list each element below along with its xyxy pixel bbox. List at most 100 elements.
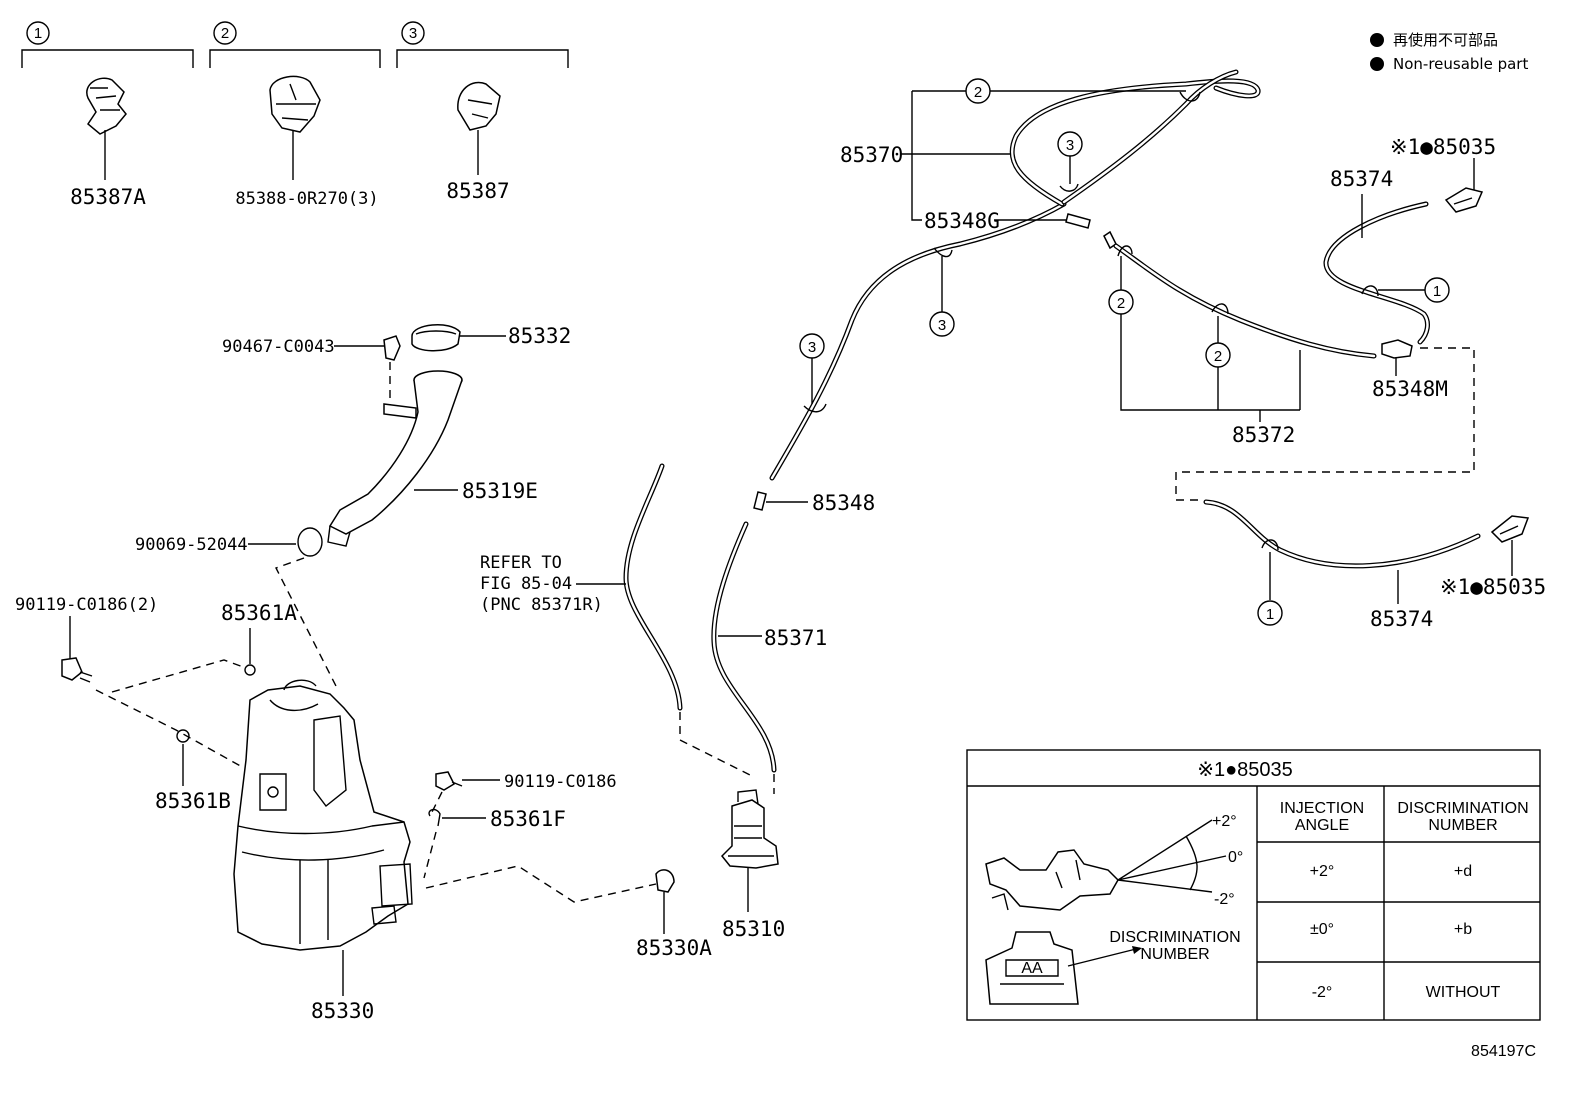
joint-85348-icon bbox=[753, 491, 767, 511]
clip-icon bbox=[803, 403, 827, 413]
clip-85387-icon bbox=[457, 81, 501, 131]
group-bracket bbox=[1120, 314, 1301, 422]
grommet-85330A-icon bbox=[655, 869, 675, 893]
label-85332: 85332 bbox=[508, 324, 571, 348]
non-reusable-dot-icon bbox=[1370, 57, 1384, 71]
group-bracket bbox=[21, 49, 194, 68]
bolt-90119-icon bbox=[61, 657, 93, 683]
label-85330A: 85330A bbox=[636, 936, 712, 960]
dashed-assembly-line bbox=[425, 865, 657, 903]
callout-circle bbox=[213, 21, 237, 45]
legend-en: Non-reusable part bbox=[1393, 55, 1528, 73]
callout-number: 3 bbox=[808, 339, 816, 356]
label-85035-lower: ※1●85035 bbox=[1440, 575, 1546, 599]
label-90467: 90467-C0043 bbox=[222, 337, 335, 357]
label-85319E: 85319E bbox=[462, 479, 538, 503]
clip-85388-icon bbox=[269, 75, 321, 133]
spray-angle-arc bbox=[1185, 835, 1198, 891]
grommet-85361F-icon bbox=[428, 808, 441, 827]
arrow-head-icon bbox=[1132, 946, 1142, 954]
table-row-lines bbox=[1257, 841, 1540, 963]
angle-minus-label: -2° bbox=[1214, 891, 1235, 908]
label-85370: 85370 bbox=[840, 143, 903, 167]
part-label: 85388-0R270(3) bbox=[235, 189, 378, 209]
legend-jp: 再使用不可部品 bbox=[1393, 31, 1498, 49]
filler-pipe-85319E-icon bbox=[327, 370, 463, 547]
callout-number: 1 bbox=[1433, 283, 1441, 300]
clip-icon bbox=[1179, 91, 1201, 102]
clip-icon bbox=[1361, 285, 1379, 297]
nozzle-85035-upper-icon bbox=[1444, 187, 1484, 213]
nozzle-top-view-icon bbox=[985, 931, 1079, 1005]
table-cell-number: +d bbox=[1454, 863, 1472, 880]
dashed-assembly-line bbox=[275, 557, 337, 687]
label-85348: 85348 bbox=[812, 491, 875, 515]
callout-number: 2 bbox=[974, 84, 982, 101]
clip-group-2: 2 85388-0R270(3) bbox=[209, 21, 381, 209]
callout-number: 2 bbox=[1214, 348, 1222, 365]
label-85035-upper: ※1●85035 bbox=[1390, 135, 1496, 159]
clip-90467-icon bbox=[383, 335, 401, 361]
group-bracket bbox=[209, 49, 381, 68]
joint-85348M-icon bbox=[1381, 339, 1413, 359]
callout-number: 2 bbox=[1117, 295, 1125, 312]
refer-line-2: FIG 85-04 bbox=[480, 574, 572, 594]
legend: 再使用不可部品 Non-reusable part bbox=[1370, 31, 1528, 73]
non-reusable-dot-icon bbox=[1370, 33, 1384, 47]
grommet-85361A-icon bbox=[244, 664, 256, 676]
disc-label: DISCRIMINATION bbox=[1109, 929, 1240, 946]
clip-icon bbox=[1211, 303, 1229, 315]
hose-85371R-icon bbox=[623, 463, 683, 711]
inset-title: ※1●85035 bbox=[1197, 759, 1293, 781]
table-cell-angle: +2° bbox=[1310, 863, 1335, 880]
callout-circle bbox=[26, 21, 50, 45]
grommet-85361B-icon bbox=[176, 729, 190, 743]
label-90119-2: 90119-C0186(2) bbox=[15, 595, 158, 615]
label-90069: 90069-52044 bbox=[135, 535, 248, 555]
clip-icon bbox=[933, 247, 953, 258]
label-85361A: 85361A bbox=[221, 601, 297, 625]
label-85372: 85372 bbox=[1232, 423, 1295, 447]
clip-group-3: 3 85387 bbox=[396, 21, 569, 203]
group-bracket bbox=[396, 49, 569, 68]
angle-plus-label: +2° bbox=[1212, 813, 1237, 830]
hose-85374-upper-icon bbox=[1323, 201, 1430, 345]
callout-number: 1 bbox=[1266, 606, 1274, 623]
washer-tank-85330-icon bbox=[233, 679, 413, 951]
label-85348M: 85348M bbox=[1372, 377, 1448, 401]
callout-circle bbox=[1257, 600, 1283, 626]
part-label: 85387 bbox=[446, 179, 509, 203]
clip-85387A-icon bbox=[86, 77, 127, 135]
clip-icon bbox=[1117, 245, 1133, 257]
group-number: 2 bbox=[221, 25, 229, 42]
filler-assembly: 90467-C0043 85332 85319E 90069-52044 bbox=[135, 324, 571, 687]
refer-line-1: REFER TO bbox=[480, 553, 562, 573]
hose-85374-lower-icon bbox=[1203, 499, 1481, 569]
label-85374-upper: 85374 bbox=[1330, 167, 1393, 191]
nozzle-85035-lower-icon bbox=[1490, 515, 1530, 543]
hose-85371-icon bbox=[711, 521, 777, 773]
o-ring-90069-icon bbox=[297, 527, 323, 557]
nozzle-spec-inset: ※1●85035 INJECTION ANGLE DISCRIMINATION … bbox=[966, 749, 1541, 1021]
col-header-angle: INJECTION bbox=[1280, 800, 1364, 817]
stamp-mark: AA bbox=[1021, 960, 1043, 977]
dashed-assembly-line bbox=[111, 659, 247, 693]
label-85371: 85371 bbox=[764, 626, 827, 650]
callout-circle bbox=[401, 21, 425, 45]
part-label: 85387A bbox=[70, 185, 146, 209]
label-85348G: 85348G bbox=[924, 209, 1000, 233]
cap-85332-icon bbox=[411, 324, 461, 352]
label-85361F: 85361F bbox=[490, 807, 566, 831]
dashed-assembly-line bbox=[1175, 347, 1475, 501]
label-85330: 85330 bbox=[311, 999, 374, 1023]
bolt-90119-single-icon bbox=[435, 771, 463, 791]
dashed-assembly-line bbox=[95, 689, 245, 769]
callout-number: 3 bbox=[938, 317, 946, 334]
table-cell-angle: ±0° bbox=[1310, 921, 1334, 938]
hose-85372-icon bbox=[1113, 243, 1377, 359]
clip-icon bbox=[1059, 183, 1079, 192]
spray-angle-lines bbox=[1117, 819, 1227, 893]
label-85374-lower: 85374 bbox=[1370, 607, 1433, 631]
leader-line bbox=[1067, 947, 1141, 967]
